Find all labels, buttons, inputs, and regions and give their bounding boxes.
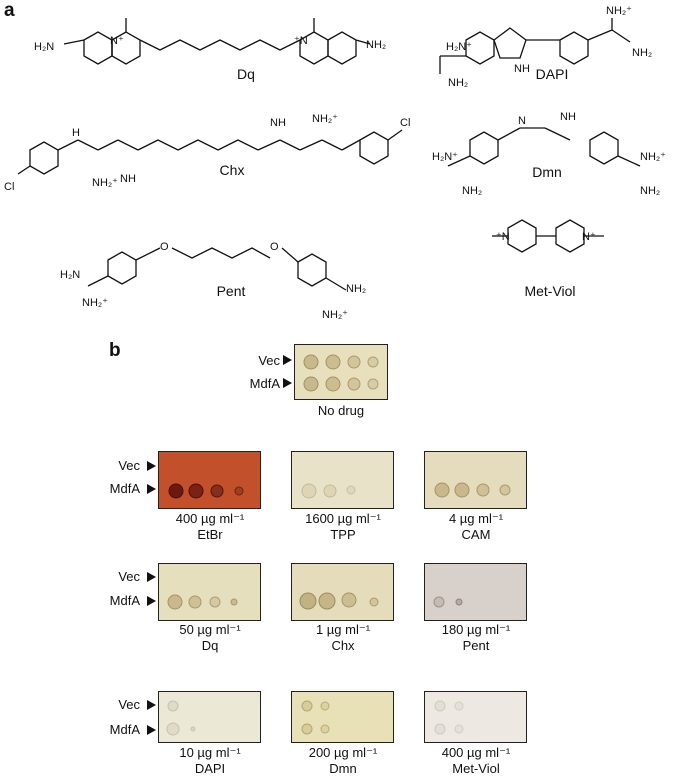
dq-n-right: ⁺N — [294, 35, 308, 47]
pent-o-right: O — [270, 241, 279, 253]
chx-cl-right: Cl — [400, 117, 410, 129]
caption-etbr: 400 µg ml⁻¹ EtBr — [148, 511, 272, 543]
chx-cl-left: Cl — [4, 181, 14, 193]
caption-chx: 1 µg ml⁻¹ Chx — [281, 622, 405, 654]
caption-met-viol: 400 µg ml⁻¹ Met-Viol — [414, 745, 538, 777]
row-label-mdfa-row1: MdfA — [109, 481, 140, 496]
pent-o-left: O — [160, 241, 169, 253]
caption-dmn: 200 µg ml⁻¹ Dmn — [281, 745, 405, 777]
dmn-n: N — [518, 115, 526, 127]
dmn-nh: NH — [560, 111, 576, 123]
panel-b-label: b — [109, 340, 121, 361]
row-label-vec-row3: Vec — [118, 697, 140, 712]
metviol-n-right: N⁺ — [582, 231, 596, 243]
molecule-name-pent: Pent — [216, 283, 246, 299]
dapi-h2n: H₂N⁺ — [446, 41, 472, 53]
arrow-mdfa-row1 — [147, 484, 156, 494]
drug-chx: Chx — [331, 638, 355, 653]
molecule-name-metviol: Met-Viol — [524, 283, 576, 299]
dapi-nh2: NH₂ — [448, 77, 468, 89]
pent-h2n: H₂N — [60, 269, 80, 281]
molecule-name-chx: Chx — [219, 162, 245, 178]
arrow-mdfa-nodrug — [283, 378, 292, 388]
plate-dq — [158, 563, 261, 621]
conc-dapi: 10 µg ml⁻¹ — [179, 745, 241, 760]
plate-dapi — [158, 691, 261, 743]
pent-nh2plus-right: NH₂⁺ — [322, 309, 348, 321]
dapi-nh2-right: NH₂ — [632, 47, 652, 59]
arrow-mdfa-row2 — [147, 596, 156, 606]
arrow-vec-nodrug — [283, 355, 292, 365]
molecule-name-dmn: Dmn — [532, 164, 562, 180]
drug-etbr: EtBr — [197, 527, 223, 542]
row-label-vec-row1: Vec — [118, 458, 140, 473]
molecule-name-dq: Dq — [237, 66, 255, 82]
plate-etbr — [158, 451, 261, 509]
row-label-mdfa-nodrug: MdfA — [249, 376, 280, 391]
dmn-h2n: H₂N⁺ — [432, 151, 458, 163]
conc-pent: 180 µg ml⁻¹ — [441, 622, 511, 637]
conc-dmn: 200 µg ml⁻¹ — [308, 745, 378, 760]
panel-a-label: a — [4, 0, 15, 21]
conc-tpp: 1600 µg ml⁻¹ — [305, 511, 381, 526]
arrow-mdfa-row3 — [147, 725, 156, 735]
dq-nh2-right: NH₂ — [366, 39, 386, 51]
chx-nh-left: NH — [120, 173, 136, 185]
drug-cam: CAM — [461, 527, 491, 542]
drug-tpp: TPP — [330, 527, 356, 542]
dmn-nh2-left: NH₂ — [462, 185, 482, 197]
row-label-mdfa-row3: MdfA — [109, 722, 140, 737]
drug-met-viol: Met-Viol — [452, 761, 500, 776]
arrow-vec-row3 — [147, 700, 156, 710]
drug-dapi: DAPI — [194, 761, 226, 776]
conc-etbr: 400 µg ml⁻¹ — [175, 511, 245, 526]
conc-cam: 4 µg ml⁻¹ — [448, 511, 504, 526]
caption-cam: 4 µg ml⁻¹ CAM — [414, 511, 538, 543]
plate-cam — [424, 451, 527, 509]
drug-pent: Pent — [462, 638, 490, 653]
dq-nh2-left: H₂N — [34, 41, 54, 53]
arrow-vec-row2 — [147, 572, 156, 582]
row-label-vec-nodrug: Vec — [258, 353, 280, 368]
dapi-nh: NH — [514, 63, 530, 75]
caption-dapi: 10 µg ml⁻¹ DAPI — [148, 745, 272, 777]
metviol-n-left: ⁺N — [496, 231, 510, 243]
plate-pent — [424, 563, 527, 621]
plate-chx — [291, 563, 394, 621]
drug-dmn: Dmn — [329, 761, 357, 776]
conc-dq: 50 µg ml⁻¹ — [179, 622, 241, 637]
dapi-nh2plus: NH₂⁺ — [606, 5, 632, 17]
plate-dmn — [291, 691, 394, 743]
chx-nh2plus-right: NH₂⁺ — [312, 113, 338, 125]
row-label-mdfa-row2: MdfA — [109, 593, 140, 608]
dq-n-left: N⁺ — [110, 35, 124, 47]
chx-nh2plus: NH₂⁺ — [92, 177, 118, 189]
molecule-name-dapi: DAPI — [535, 66, 569, 82]
chx-h1: H — [72, 127, 80, 139]
dmn-nh2plus: NH₂⁺ — [640, 151, 666, 163]
conc-chx: 1 µg ml⁻¹ — [315, 622, 371, 637]
conc-met-viol: 400 µg ml⁻¹ — [441, 745, 511, 760]
pent-nh2-right: NH₂ — [346, 283, 366, 295]
plate-met-viol — [424, 691, 527, 743]
caption-pent: 180 µg ml⁻¹ Pent — [414, 622, 538, 654]
chemical-structures: H₂N N⁺ ⁺N NH₂ H₂N⁺ NH₂ NH NH₂⁺ NH₂ Cl H … — [4, 5, 666, 321]
row-label-vec-row2: Vec — [118, 569, 140, 584]
chx-nh-right: NH — [270, 117, 286, 129]
arrow-vec-row1 — [147, 461, 156, 471]
drug-dq: Dq — [201, 638, 219, 653]
pent-nh2plus-left: NH₂⁺ — [82, 297, 108, 309]
caption-no-drug: No drug — [317, 403, 365, 418]
plate-no-drug — [294, 344, 388, 400]
dmn-nh2-right: NH₂ — [640, 185, 660, 197]
plate-tpp — [291, 451, 394, 509]
caption-dq: 50 µg ml⁻¹ Dq — [148, 622, 272, 654]
caption-tpp: 1600 µg ml⁻¹ TPP — [281, 511, 405, 543]
